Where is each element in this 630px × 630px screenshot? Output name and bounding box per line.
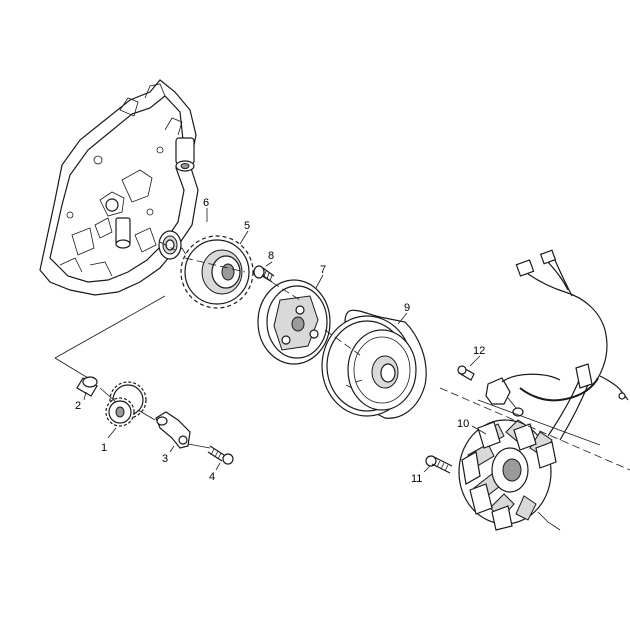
oil-seal-part-6	[158, 230, 182, 260]
callout-7: 7	[320, 264, 326, 276]
wiring-harness	[515, 249, 629, 441]
callout-11: 11	[411, 473, 422, 485]
callout-6: 6	[203, 197, 209, 209]
stator-part-10	[458, 419, 557, 531]
callout-8: 8	[268, 250, 274, 262]
callout-10: 10	[457, 418, 469, 430]
callout-labels: 1 2 3 4 5 6 7 8 9 10 11 12	[75, 197, 485, 485]
bolt-part-8	[253, 265, 275, 283]
bracket-part-3	[155, 411, 191, 449]
callout-12: 12	[473, 345, 485, 357]
leader-lines	[83, 208, 487, 473]
engine-crankcase	[39, 79, 199, 296]
starter-gear-part-5	[180, 235, 254, 309]
callout-1: 1	[101, 442, 107, 454]
dowel-pin-part-2	[76, 376, 98, 397]
callout-4: 4	[209, 471, 215, 483]
callout-5: 5	[244, 220, 250, 232]
assembly-center-lines	[54, 241, 630, 531]
idle-gear-part-1	[105, 381, 147, 427]
bolt-part-11	[425, 455, 453, 474]
pickup-coil-part-12	[457, 365, 561, 417]
flywheel-part-9	[321, 309, 427, 419]
callout-9: 9	[404, 302, 410, 314]
bolt-part-4	[207, 445, 234, 465]
starter-clutch-part-7	[257, 279, 331, 365]
callout-3: 3	[162, 453, 168, 465]
callout-2: 2	[75, 400, 81, 412]
